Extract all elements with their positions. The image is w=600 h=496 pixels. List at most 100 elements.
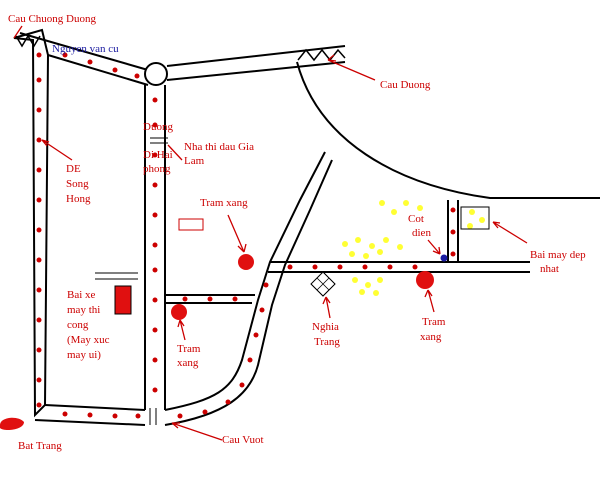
label-bai-xe-2: may thi	[67, 304, 100, 316]
road-bottom	[34, 404, 146, 426]
label-duong-hai-phong-2: Di Hai	[143, 149, 173, 161]
route-dot	[177, 413, 183, 419]
construction-dot	[467, 223, 473, 229]
label-tram-xang-3-1: Tram	[422, 316, 446, 328]
cemetery-grid	[310, 271, 336, 297]
construction-dot	[369, 243, 375, 249]
route-dot	[337, 264, 343, 270]
route-dot	[36, 402, 42, 408]
route-dot	[312, 264, 318, 270]
route-dot	[112, 67, 118, 73]
power-pole-icon	[440, 254, 448, 262]
label-de-song-hong-2: Song	[66, 178, 89, 190]
route-dot	[239, 382, 245, 388]
cau-duong-bridge	[297, 48, 346, 62]
road-hai-phong	[144, 85, 166, 410]
route-dot	[87, 412, 93, 418]
road-curve-cau-vuot	[164, 151, 333, 426]
label-tram-xang-1: Tram xang	[200, 197, 248, 209]
route-dot	[36, 257, 42, 263]
route-dot	[36, 317, 42, 323]
route-dot	[152, 242, 158, 248]
arrow-nghia-trang	[322, 296, 331, 319]
route-dot	[152, 297, 158, 303]
route-dot	[36, 197, 42, 203]
label-cot-dien-1: Cot	[408, 213, 424, 225]
route-dot	[36, 287, 42, 293]
construction-dot	[417, 205, 423, 211]
route-dot	[152, 267, 158, 273]
bai-xe-icon	[114, 285, 132, 315]
construction-dot	[359, 289, 365, 295]
label-bai-xe-5: may ui)	[67, 349, 101, 361]
label-de-song-hong-3: Hong	[66, 193, 91, 205]
arrow-tram-xang-2	[177, 319, 186, 341]
construction-dot	[377, 277, 383, 283]
route-dots	[36, 52, 456, 419]
route-dot	[287, 264, 293, 270]
route-dot	[36, 107, 42, 113]
route-dot	[152, 327, 158, 333]
label-de-song-hong-1: DE	[66, 163, 81, 175]
route-dot	[152, 212, 158, 218]
route-dot	[152, 357, 158, 363]
route-dot	[87, 59, 93, 65]
label-cau-vuot: Cau Vuot	[222, 434, 264, 446]
route-dot	[362, 264, 368, 270]
route-dot	[152, 152, 158, 158]
route-dot	[62, 411, 68, 417]
route-dot	[247, 357, 253, 363]
construction-dot	[365, 282, 371, 288]
road-de-song-hong	[13, 28, 50, 418]
arrow-cau-chuong-duong	[13, 25, 23, 39]
fuel-station-icon	[238, 254, 254, 270]
route-dot	[36, 52, 42, 58]
label-bai-may-dep-1: Bai may dep	[530, 249, 586, 261]
bat-trang-marker-icon	[0, 417, 24, 430]
route-dot	[412, 264, 418, 270]
route-dot	[450, 207, 456, 213]
bai-xe-lines	[95, 272, 138, 280]
route-dot	[112, 413, 118, 419]
construction-dot	[342, 241, 348, 247]
construction-dot	[391, 209, 397, 215]
roundabout	[144, 62, 168, 86]
route-dot	[62, 52, 68, 58]
route-dot	[202, 409, 208, 415]
cau-chuong-duong-bridge	[15, 34, 41, 48]
road-network	[13, 28, 600, 426]
construction-dot	[349, 251, 355, 257]
fuel-station-icon	[171, 304, 187, 320]
route-dot	[152, 97, 158, 103]
route-dot	[36, 167, 42, 173]
label-nghia-trang-1: Nghia	[312, 321, 339, 333]
road-side-bai-xe	[165, 294, 255, 304]
label-bai-xe-3: cong	[67, 319, 89, 331]
label-cot-dien-2: dien	[412, 227, 431, 239]
arrow-cau-duong	[327, 54, 376, 81]
label-nghia-trang-2: Trang	[314, 336, 340, 348]
label-bat-trang: Bat Trang	[18, 440, 62, 452]
route-dot	[36, 137, 42, 143]
label-duong-hai-phong-1: Duong	[143, 121, 173, 133]
label-bai-may-dep-2: nhat	[540, 263, 559, 275]
road-middle	[268, 261, 530, 273]
road-to-cau-duong	[166, 45, 346, 81]
label-tram-xang-2-1: Tram	[177, 343, 201, 355]
label-duong-hai-phong-3: phong	[143, 163, 171, 175]
route-dot	[232, 296, 238, 302]
construction-dot	[352, 277, 358, 283]
label-cau-duong: Cau Duong	[380, 79, 431, 91]
label-nha-thi-dau-2: Lam	[184, 155, 205, 167]
label-tram-xang-2-2: xang	[177, 357, 199, 369]
route-dot	[36, 377, 42, 383]
route-dot	[135, 413, 141, 419]
route-dot	[450, 229, 456, 235]
bai-may-dep-box	[460, 206, 490, 230]
construction-dot	[355, 237, 361, 243]
label-bai-xe-4: (May xuc	[67, 334, 110, 346]
label-cau-chuong-duong: Cau Chuong Duong	[8, 13, 97, 25]
cau-vuot-overpass	[149, 408, 157, 425]
construction-dot	[383, 237, 389, 243]
